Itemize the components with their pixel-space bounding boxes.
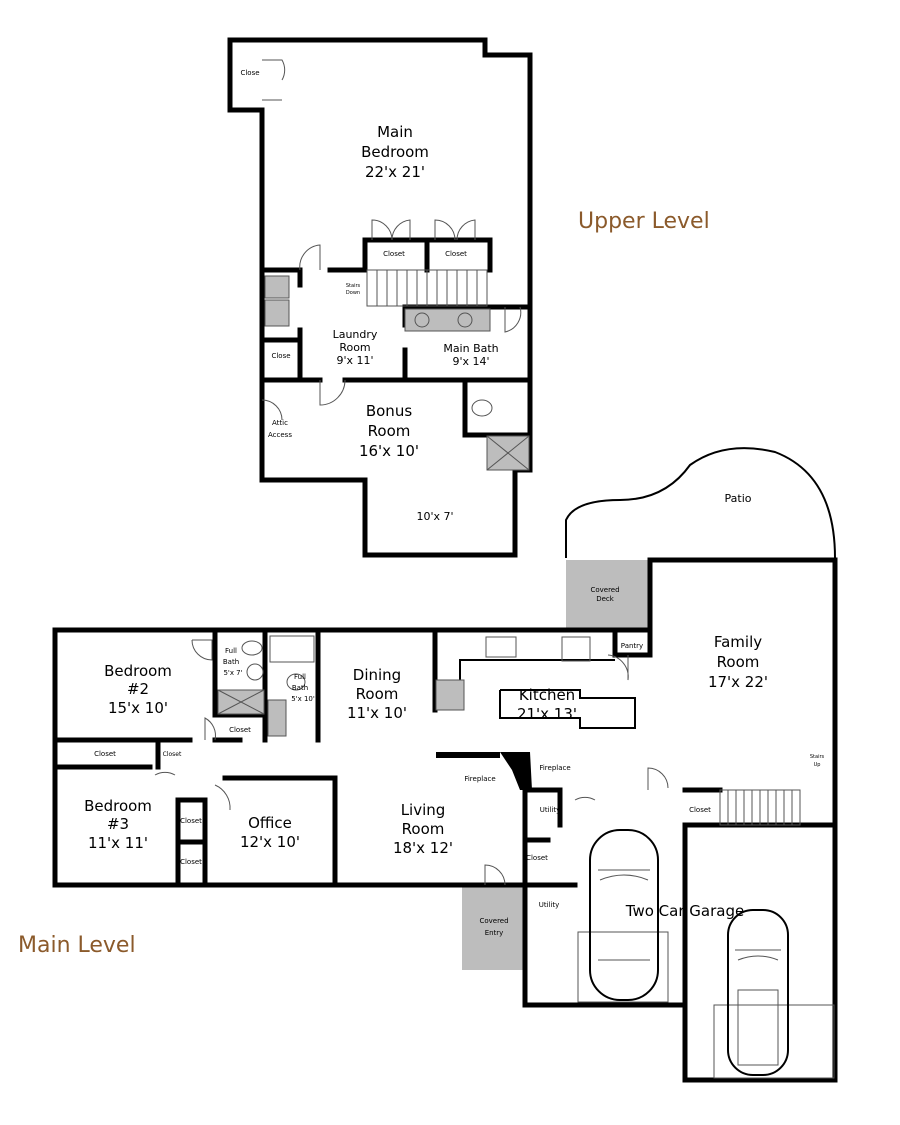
closet-label: Closet: [180, 817, 202, 825]
bedroom3-size: 11'x 11': [88, 834, 148, 852]
living-room-label-2: Room: [402, 820, 445, 838]
bonus-room-size: 16'x 10': [359, 442, 419, 460]
living-room-size: 18'x 12': [393, 839, 453, 857]
bedroom2-label-2: #2: [127, 680, 149, 698]
truck-right: [727, 909, 789, 1076]
fireplace-label: Fireplace: [464, 775, 495, 783]
patio: [565, 447, 836, 559]
kitchen-size: 21'x 13': [517, 705, 577, 723]
dining-room-label-2: Room: [356, 685, 399, 703]
kitchen-label: Kitchen: [519, 686, 575, 704]
covered-entry: [462, 887, 525, 970]
main-bath-label: Main Bath: [443, 342, 498, 355]
full-bath-label-2: Bath: [292, 684, 308, 692]
full-bath-label: Full: [294, 673, 306, 681]
closet-label: Closet: [689, 806, 711, 814]
covered-deck-label: Covered: [590, 586, 619, 594]
stairs-down: [366, 269, 488, 307]
main-bedroom-label: Main: [377, 123, 413, 141]
bonus-room-label-2: Room: [368, 422, 411, 440]
dining-room-label: Dining: [353, 666, 401, 684]
bonus-room-label: Bonus: [366, 402, 412, 420]
main-fixtures: [154, 635, 835, 1079]
living-room-label: Living: [401, 801, 446, 819]
closet-label: Closet: [180, 858, 202, 866]
covered-deck: [566, 560, 650, 630]
laundry-label-2: Room: [339, 341, 370, 354]
nook-size: 10'x 7': [416, 510, 453, 523]
garage-label: Two Car Garage: [625, 902, 744, 920]
attic-label-2: Access: [268, 431, 292, 439]
closet-label: Closet: [94, 750, 116, 758]
closet-label: Closet: [229, 726, 251, 734]
upper-level-title: Upper Level: [578, 209, 710, 234]
close-label: Close: [271, 352, 290, 360]
family-room-label: Family: [714, 633, 762, 651]
upper-fixtures: [261, 59, 530, 471]
stairs-down-label-2: Down: [346, 290, 360, 296]
main-bedroom-label-2: Bedroom: [361, 143, 429, 161]
fireplace: [500, 752, 532, 790]
covered-deck-label-2: Deck: [596, 595, 615, 603]
stairs-up-label: Stairs: [810, 754, 825, 760]
attic-label: Attic: [272, 419, 288, 427]
main-level-walls: [52, 557, 838, 1083]
fireplace-label: Fireplace: [539, 764, 570, 772]
close-label: Close: [240, 69, 259, 77]
utility-label: Utility: [539, 901, 560, 909]
closet-label: Closet: [383, 250, 405, 258]
stairs-up-label-2: Up: [814, 762, 821, 768]
patio-label: Patio: [725, 492, 752, 505]
full-bath-label-2: Bath: [223, 658, 239, 666]
office-label: Office: [248, 814, 292, 832]
closet-label: Closet: [163, 751, 182, 758]
main-level-title: Main Level: [18, 933, 136, 958]
stairs-down-label: Stairs: [346, 283, 361, 289]
bedroom2-size: 15'x 10': [108, 699, 168, 717]
bedroom2-label: Bedroom: [104, 662, 172, 680]
utility-label: Utility: [540, 806, 561, 814]
bedroom3-label-2: #3: [107, 815, 129, 833]
full-bath-size: 5'x 10': [291, 695, 315, 703]
stairs-up: [719, 789, 801, 826]
laundry-label: Laundry: [333, 328, 378, 341]
laundry-size: 9'x 11': [336, 354, 373, 367]
bedroom3-label: Bedroom: [84, 797, 152, 815]
upper-level-walls: [227, 37, 533, 558]
main-bedroom-size: 22'x 21': [365, 163, 425, 181]
dining-room-size: 11'x 10': [347, 704, 407, 722]
office-size: 12'x 10': [240, 833, 300, 851]
full-bath-label: Full: [225, 647, 237, 655]
closet-label: Closet: [445, 250, 467, 258]
car-left: [589, 829, 659, 1001]
family-room-size: 17'x 22': [708, 673, 768, 691]
covered-entry-label: Covered: [479, 917, 508, 925]
covered-entry-label-2: Entry: [485, 929, 504, 937]
family-room-label-2: Room: [717, 653, 760, 671]
main-bath-size: 9'x 14': [452, 355, 489, 368]
pantry-label: Pantry: [621, 642, 643, 650]
closet-label: Closet: [526, 854, 548, 862]
full-bath-size: 5'x 7': [223, 669, 242, 677]
